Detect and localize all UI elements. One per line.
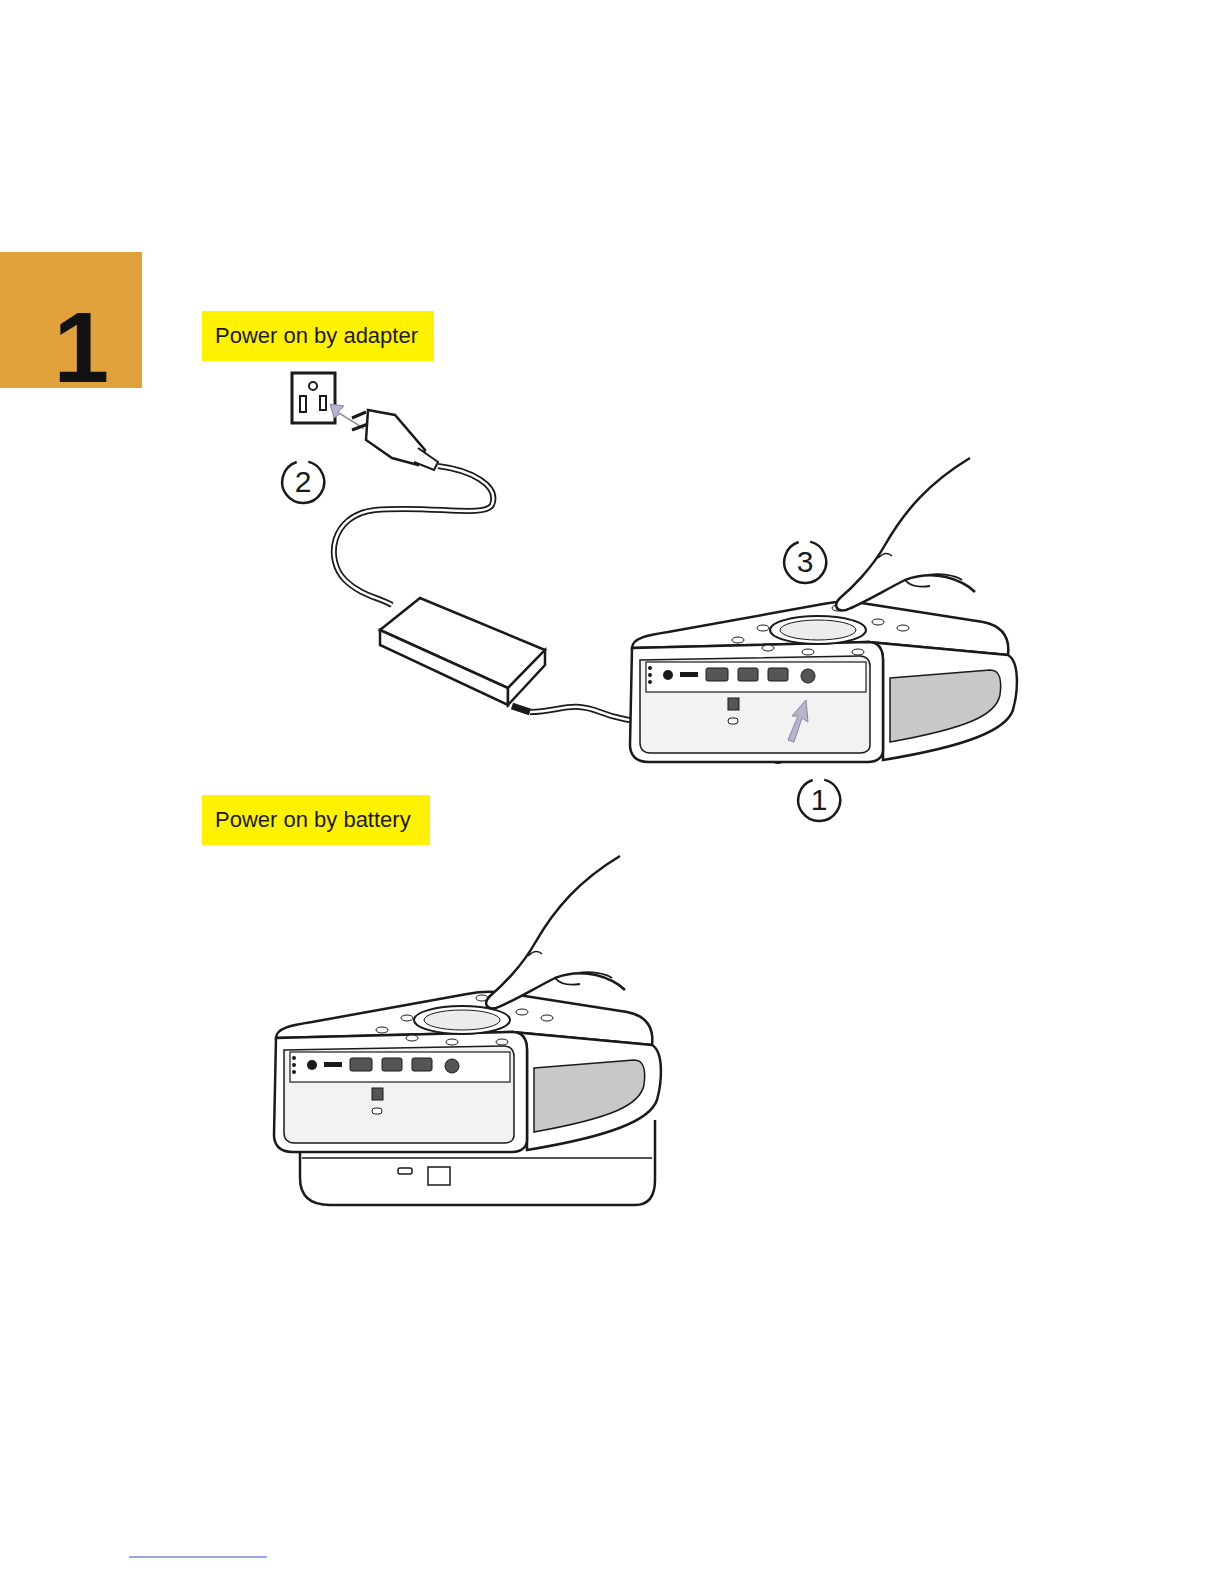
section-banner: Power on by battery xyxy=(202,795,430,845)
callout-digit: 1 xyxy=(811,785,828,815)
callout-ring xyxy=(784,542,826,583)
section-banner: Power on by adapter xyxy=(202,311,434,361)
section-heading: Power on by battery xyxy=(215,808,411,832)
callout-digit: 3 xyxy=(797,547,814,577)
callout-number: 1 xyxy=(795,776,843,824)
section-heading: Power on by adapter xyxy=(215,324,418,348)
chapter-number: 1 xyxy=(53,297,109,397)
callout-number: 3 xyxy=(781,538,829,586)
callout-ring xyxy=(798,780,840,821)
chapter-tab: 1 xyxy=(0,252,142,388)
callout-number: 2 xyxy=(279,458,327,506)
callout-ring xyxy=(282,462,324,503)
callout-digit: 2 xyxy=(295,467,312,497)
